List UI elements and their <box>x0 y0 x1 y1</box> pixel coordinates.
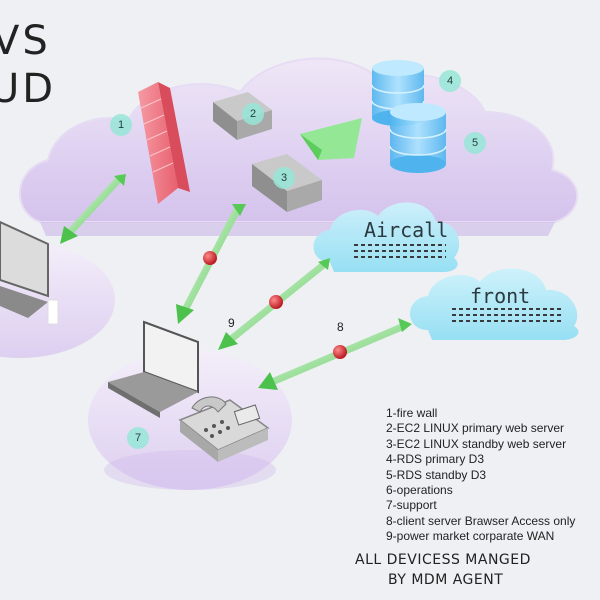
legend-item: 4-RDS primary D3 <box>386 452 485 467</box>
arrow-firewall-to-operations <box>60 174 126 244</box>
title-line-2: UD <box>0 66 57 112</box>
title-line-1: VS <box>0 18 51 64</box>
footer-line-2: BY MDM AGENT <box>388 572 504 588</box>
laptop-icon <box>108 320 199 418</box>
link-label-8: 8 <box>337 320 344 334</box>
phone-icon <box>178 396 270 462</box>
legend-item: 7-support <box>386 498 437 513</box>
badge-primary-server: 2 <box>242 103 264 125</box>
front-label: front <box>470 284 531 308</box>
badge-support: 7 <box>127 427 149 449</box>
badge-rds-standby: 5 <box>464 132 486 154</box>
legend-item: 8-client server Brawser Access only <box>386 513 576 528</box>
legend-item: 1-fire wall <box>386 406 438 420</box>
router-icon <box>300 118 362 160</box>
badge-rds-primary: 4 <box>439 70 461 92</box>
connection-node <box>269 295 283 309</box>
legend-item: 9-power market corparate WAN <box>386 529 555 544</box>
connection-node <box>203 251 217 265</box>
laptop-icon <box>0 220 59 325</box>
legend-item: 2-EC2 LINUX primary web server <box>386 421 565 436</box>
link-label-9: 9 <box>228 316 235 330</box>
front-cloud <box>410 268 579 340</box>
legend-item: 5-RDS standby D3 <box>386 467 487 482</box>
database-icon <box>389 103 447 173</box>
aircall-cloud <box>313 202 460 272</box>
legend: 1-fire wall 2-EC2 LINUX primary web serv… <box>386 406 575 545</box>
legend-item: 6-operations <box>386 483 453 498</box>
aircall-label: Aircall <box>364 218 449 242</box>
badge-standby-server: 3 <box>273 167 295 189</box>
connection-node <box>333 345 347 359</box>
badge-firewall: 1 <box>110 114 132 136</box>
footer-line-1: ALL DEVICESS MANGED <box>355 552 531 568</box>
legend-item: 3-EC2 LINUX standby web server <box>386 436 567 451</box>
firewall-icon <box>138 82 190 204</box>
